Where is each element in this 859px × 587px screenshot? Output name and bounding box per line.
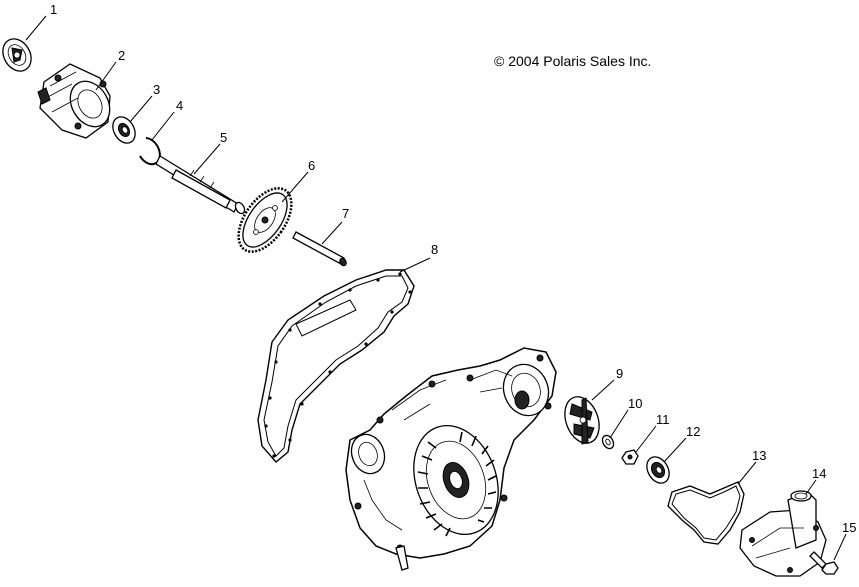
callout-2: 2	[118, 48, 125, 63]
part-10-washer	[601, 434, 615, 450]
callout-13: 13	[752, 448, 766, 463]
callout-4: 4	[176, 98, 183, 113]
part-11-nut	[621, 449, 639, 465]
part-9-impeller	[564, 396, 600, 445]
part-3-bearing	[112, 116, 136, 144]
part-14-pump-cover	[739, 490, 827, 577]
callout-15: 15	[842, 520, 856, 535]
copyright-text: © 2004 Polaris Sales Inc.	[494, 53, 651, 69]
part-7-pin	[292, 231, 347, 267]
callout-1: 1	[50, 2, 57, 17]
crankcase-cover	[345, 347, 557, 571]
callout-8: 8	[431, 242, 438, 257]
callout-labels: 1 2 3 4 5 6 7 8 9 10 11 12 13 14 15	[50, 2, 856, 535]
part-13-o-ring	[667, 481, 745, 545]
callout-10: 10	[628, 396, 642, 411]
callout-14: 14	[812, 466, 826, 481]
part-2-pump-housing	[37, 63, 111, 139]
part-8-gasket	[257, 269, 415, 463]
part-15-bolt	[809, 551, 839, 575]
callout-11: 11	[656, 412, 670, 427]
callout-9: 9	[616, 366, 623, 381]
part-4-snap-ring	[139, 137, 161, 166]
leader-lines	[25, 15, 847, 561]
part-1-rotor	[2, 38, 32, 72]
callout-7: 7	[342, 206, 349, 221]
part-5-shaft	[155, 155, 246, 215]
part-6-gear	[237, 187, 293, 253]
part-12-seal	[646, 456, 670, 484]
callout-5: 5	[220, 130, 227, 145]
callout-12: 12	[686, 424, 700, 439]
callout-3: 3	[153, 82, 160, 97]
callout-6: 6	[308, 158, 315, 173]
